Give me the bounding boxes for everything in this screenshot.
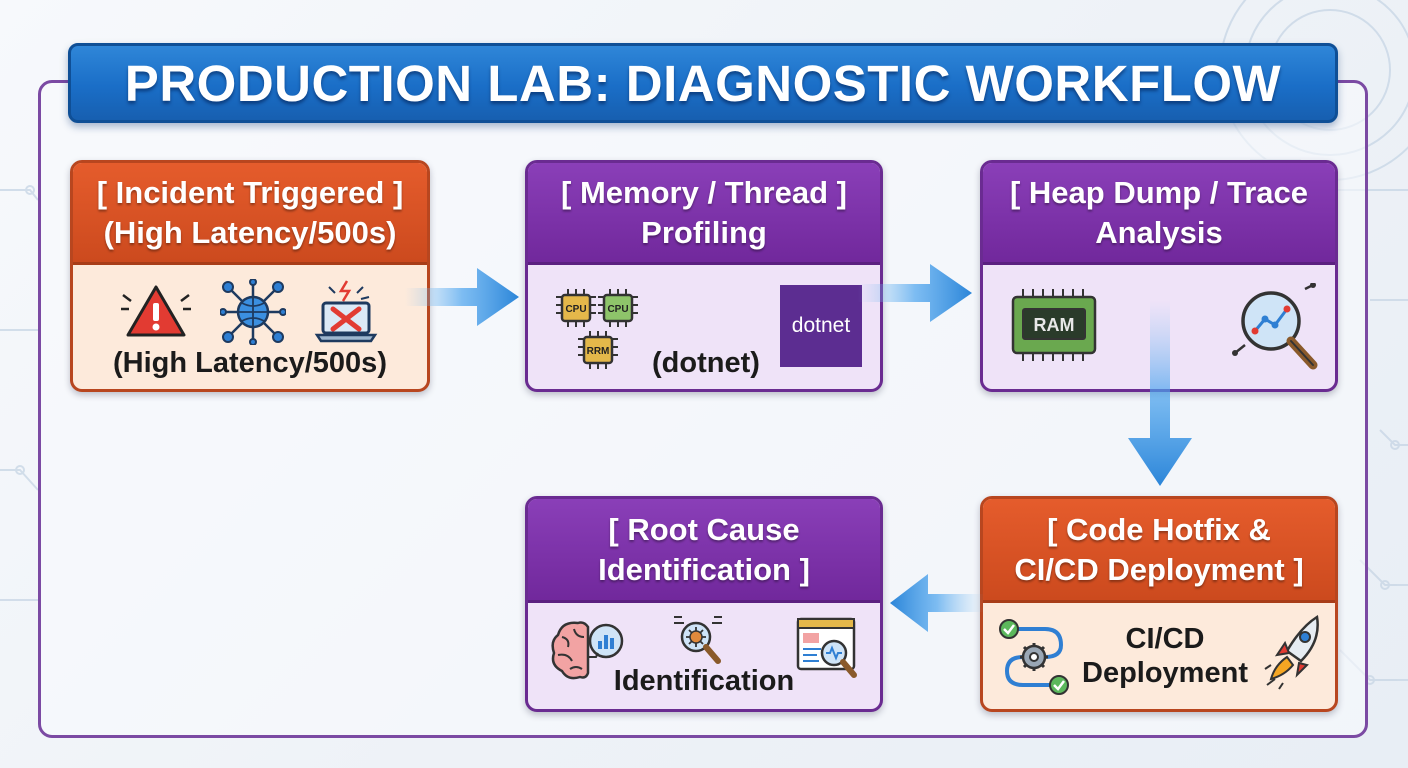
step-incident-header: [ Incident Triggered ] (High Latency/500… bbox=[73, 163, 427, 265]
network-globe-icon bbox=[220, 279, 286, 345]
step-hotfix-body-line2: Deployment bbox=[1082, 657, 1248, 689]
step-profiling-body-text: (dotnet) bbox=[652, 347, 760, 379]
arrow-hotfix-to-rootcause bbox=[890, 574, 984, 632]
step-analysis-header: [ Heap Dump / Trace Analysis bbox=[983, 163, 1335, 265]
step-hotfix-subtitle: CI/CD Deployment ] bbox=[1014, 551, 1304, 587]
step-profiling-title: [ Memory / Thread ] bbox=[561, 174, 847, 210]
step-incident-title: [ Incident Triggered ] bbox=[96, 174, 404, 210]
dashboard-search-icon bbox=[796, 617, 857, 678]
step-rootcause-subtitle: Identification ] bbox=[598, 551, 810, 587]
step-incident-card: [ Incident Triggered ] (High Latency/500… bbox=[70, 160, 430, 392]
cpu-label-1: CPU bbox=[565, 304, 586, 315]
bug-search-icon bbox=[674, 616, 722, 664]
step-profiling-subtitle: Profiling bbox=[641, 214, 767, 250]
step-incident-body-text: (High Latency/500s) bbox=[113, 347, 387, 379]
cpu-label-2: CPU bbox=[607, 304, 628, 315]
ram-module-icon: RAM bbox=[1011, 289, 1097, 361]
ram-chip-label: RRM bbox=[587, 346, 610, 357]
step-rootcause-title: [ Root Cause bbox=[608, 511, 800, 547]
arrow-incident-to-profiling bbox=[405, 268, 519, 326]
step-incident-subtitle: (High Latency/500s) bbox=[103, 214, 397, 250]
warning-icon bbox=[121, 285, 191, 337]
step-hotfix-body-line1: CI/CD bbox=[1125, 623, 1205, 655]
step-rootcause-card: [ Root Cause Identification ] bbox=[525, 496, 883, 712]
step-analysis-subtitle: Analysis bbox=[1095, 214, 1223, 250]
dotnet-logo: dotnet bbox=[780, 285, 862, 367]
title-banner: PRODUCTION LAB: DIAGNOSTIC WORKFLOW bbox=[68, 43, 1338, 123]
step-rootcause-header: [ Root Cause Identification ] bbox=[528, 499, 880, 603]
pipeline-gear-icon bbox=[999, 619, 1069, 695]
step-hotfix-title: [ Code Hotfix & bbox=[1047, 511, 1271, 547]
step-analysis-title: [ Heap Dump / Trace bbox=[1009, 174, 1309, 210]
cpu-chips-icon: CPU CPU RRM bbox=[556, 289, 638, 369]
step-profiling-card: [ Memory / Thread ] Profiling CPU CPU RR… bbox=[525, 160, 883, 392]
arrow-analysis-to-hotfix bbox=[1128, 300, 1192, 486]
step-hotfix-header: [ Code Hotfix & CI/CD Deployment ] bbox=[983, 499, 1335, 603]
step-hotfix-card: [ Code Hotfix & CI/CD Deployment ] CI/CD… bbox=[980, 496, 1338, 712]
arrow-profiling-to-analysis bbox=[858, 264, 972, 322]
rocket-icon bbox=[1264, 614, 1319, 690]
broken-laptop-icon bbox=[314, 280, 378, 343]
ram-label: RAM bbox=[1034, 315, 1075, 335]
brain-analytics-icon bbox=[551, 621, 624, 680]
step-rootcause-body-text: Identification bbox=[613, 665, 795, 697]
page-title: PRODUCTION LAB: DIAGNOSTIC WORKFLOW bbox=[124, 54, 1282, 112]
step-profiling-header: [ Memory / Thread ] Profiling bbox=[528, 163, 880, 265]
magnifier-chart-icon bbox=[1232, 283, 1318, 370]
